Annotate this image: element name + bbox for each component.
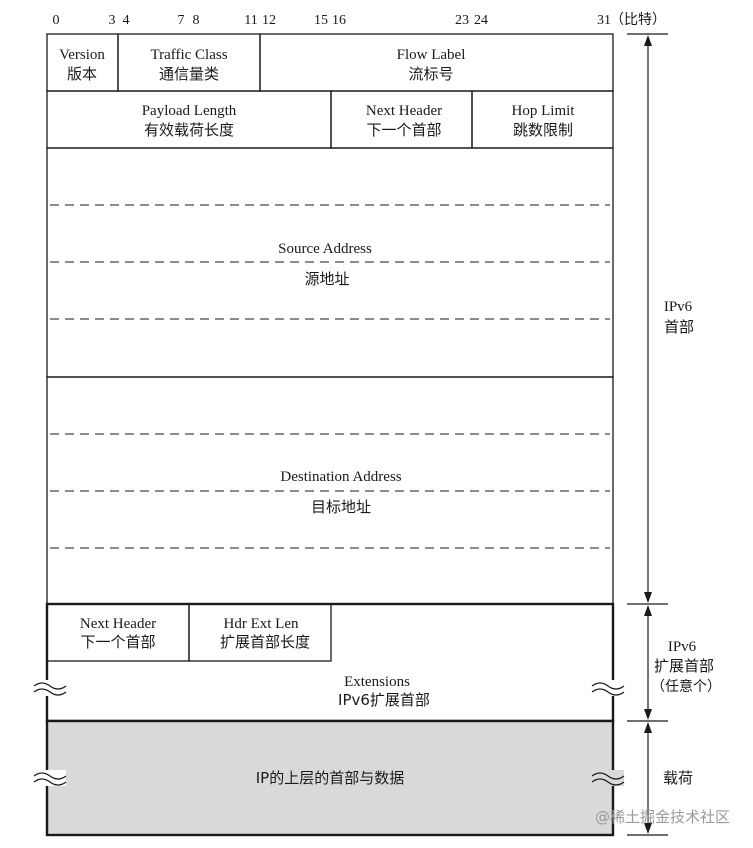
header-row-1: [46, 33, 614, 92]
ext-header-bracket-label: IPv6: [668, 639, 697, 655]
break-mark-right-payload: [591, 770, 625, 786]
bit-unit-label: （比特）: [610, 12, 666, 28]
bit-tick-11: 11: [244, 13, 257, 28]
bit-tick-4: 4: [123, 13, 130, 28]
extensions-label: Extensions: [344, 674, 410, 690]
source-address-dividers: [50, 204, 610, 320]
payload-length-cell: [46, 90, 332, 149]
payload-label: IP的上层的首部与数据: [256, 769, 404, 787]
destination-address-label: Destination Address: [280, 469, 401, 485]
bit-tick-15: 15: [314, 13, 328, 28]
watermark: @稀土掘金技术社区: [595, 808, 730, 826]
bit-scale: 0 3 4 7 8 11 12 15 16 23 24 31 （比特）: [53, 12, 667, 28]
bit-tick-16: 16: [332, 13, 346, 28]
ext-next-header-label: Next Header: [80, 616, 156, 632]
hop-limit-cell: [471, 90, 614, 149]
source-address-label-zh: 源地址: [304, 270, 349, 288]
traffic-class-label-zh: 通信量类: [159, 65, 219, 83]
break-mark-left-ext: [33, 680, 67, 696]
bit-tick-24: 24: [474, 13, 488, 28]
destination-address-dividers: [50, 433, 610, 549]
flow-label-label-zh: 流标号: [408, 65, 453, 83]
bit-tick-7: 7: [178, 13, 185, 28]
break-mark-left-payload: [33, 770, 67, 786]
payload-length-label: Payload Length: [142, 103, 237, 119]
bit-tick-0: 0: [53, 13, 60, 28]
destination-address-label-zh: 目标地址: [311, 498, 371, 516]
next-header-label: Next Header: [366, 103, 442, 119]
ext-header-bracket-label-zh: 扩展首部: [654, 657, 714, 675]
ext-next-header-label-zh: 下一个首部: [80, 633, 155, 651]
ipv6-header-bracket-label: IPv6: [664, 299, 693, 315]
bit-tick-31: 31: [597, 13, 611, 28]
next-header-cell: [330, 90, 473, 149]
break-mark-right-ext: [591, 680, 625, 696]
header-row-2: [46, 90, 614, 149]
version-label: Version: [59, 47, 105, 63]
traffic-class-label: Traffic Class: [150, 47, 227, 63]
bit-tick-12: 12: [262, 13, 276, 28]
payload-bracket-label: 载荷: [663, 769, 693, 787]
break-marks: [33, 680, 625, 786]
extension-header-fields: [46, 603, 332, 662]
ipv6-header-bracket-label-zh: 首部: [664, 318, 694, 336]
hdr-ext-len-cell: [188, 603, 332, 662]
extensions-label-zh: IPv6扩展首部: [338, 691, 430, 709]
next-header-label-zh: 下一个首部: [366, 121, 441, 139]
flow-label-label: Flow Label: [397, 47, 466, 63]
ext-header-bracket-note: （任意个）: [651, 678, 721, 695]
right-brackets: [627, 33, 668, 836]
source-address-label: Source Address: [278, 241, 372, 257]
payload-bracket-arrow: [644, 722, 652, 834]
hop-limit-label: Hop Limit: [512, 103, 576, 119]
payload-length-label-zh: 有效载荷长度: [144, 121, 234, 139]
hop-limit-label-zh: 跳数限制: [513, 121, 573, 139]
bit-tick-23: 23: [455, 13, 469, 28]
bit-tick-3: 3: [109, 13, 116, 28]
bit-tick-8: 8: [193, 13, 200, 28]
hdr-ext-len-label: Hdr Ext Len: [224, 616, 299, 632]
version-label-zh: 版本: [67, 65, 97, 83]
ipv6-header-bracket-arrow: [644, 35, 652, 603]
ext-header-bracket-arrow: [644, 605, 652, 720]
hdr-ext-len-label-zh: 扩展首部长度: [220, 633, 310, 651]
